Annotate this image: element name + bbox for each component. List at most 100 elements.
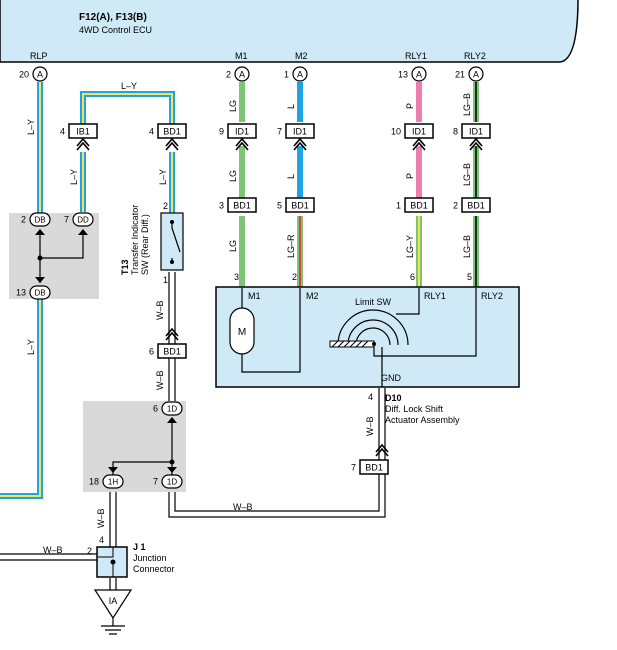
wire-label-lgr: LG–R — [286, 234, 296, 258]
connector-bd1-m1: BD1 3 — [219, 197, 257, 213]
svg-text:1D: 1D — [167, 478, 177, 487]
svg-text:A: A — [297, 70, 303, 80]
svg-text:5: 5 — [277, 201, 282, 211]
svg-text:8: 8 — [453, 127, 458, 137]
svg-text:P: P — [405, 103, 415, 109]
d10-pin-rly1: 6 — [410, 272, 415, 282]
wire-label-ly-3: L–Y — [158, 169, 168, 185]
t13-switch: 2 1 — [160, 201, 184, 285]
svg-text:L–Y: L–Y — [26, 119, 36, 135]
svg-text:LG–B: LG–B — [462, 93, 472, 116]
connector-id1-m2: ID1 7 — [277, 123, 315, 151]
svg-text:BD1: BD1 — [467, 201, 485, 211]
svg-text:L: L — [286, 104, 296, 109]
svg-text:A: A — [416, 70, 422, 80]
ecu-housing — [0, 0, 579, 63]
connector-1d-a: 1D 6 — [153, 401, 183, 423]
ecu-subtitle: 4WD Control ECU — [79, 25, 152, 35]
svg-text:3: 3 — [219, 201, 224, 211]
connector-1h: 1H 18 — [89, 467, 124, 489]
j1-junction-connector: 2 4 — [87, 535, 128, 578]
wire-label-lgy: LG–Y — [405, 235, 415, 258]
svg-text:13: 13 — [16, 288, 26, 298]
wire-wb-1h-j1 — [109, 487, 117, 548]
d10-gnd: GND — [381, 373, 402, 383]
svg-text:A: A — [239, 70, 245, 80]
svg-text:LG: LG — [228, 240, 238, 252]
d10-desc-1: Diff. Lock Shift — [385, 404, 443, 414]
pin-name-rly1: RLY1 — [405, 51, 427, 61]
j1-desc-2: Connector — [133, 564, 175, 574]
wire-label-ly-2: L–Y — [69, 169, 79, 185]
svg-text:9: 9 — [219, 127, 224, 137]
svg-text:A: A — [473, 70, 479, 80]
svg-text:10: 10 — [391, 127, 401, 137]
svg-text:4: 4 — [149, 127, 154, 137]
svg-text:LG–R: LG–R — [286, 234, 296, 258]
ecu-pin-rly2: A 21 — [455, 66, 484, 82]
svg-text:1: 1 — [163, 275, 168, 285]
svg-text:2: 2 — [163, 201, 168, 211]
svg-text:SW (Rear Diff.): SW (Rear Diff.) — [140, 214, 150, 275]
svg-text:ID1: ID1 — [469, 127, 483, 137]
svg-text:LG–B: LG–B — [462, 163, 472, 186]
svg-text:BD1: BD1 — [163, 127, 181, 137]
connector-bd1-top: BD1 4 — [149, 123, 187, 151]
svg-text:P: P — [405, 173, 415, 179]
wire-label-wb-1: W–B — [155, 300, 165, 320]
d10-pin-gnd: 4 — [368, 392, 373, 402]
svg-text:2: 2 — [226, 70, 231, 80]
svg-text:L–Y: L–Y — [69, 169, 79, 185]
pin-name-m1: M1 — [235, 51, 248, 61]
svg-text:1H: 1H — [108, 478, 118, 487]
connector-1d-b: 1D 7 — [153, 467, 183, 489]
d10-id: D10 — [385, 393, 402, 403]
t13-desc-1: Transfer Indicator — [130, 205, 140, 275]
svg-text:20: 20 — [19, 70, 29, 80]
wire-label-p-1: P — [405, 103, 415, 109]
svg-text:2: 2 — [87, 546, 92, 556]
svg-text:1: 1 — [396, 201, 401, 211]
svg-text:W–B: W–B — [155, 370, 165, 390]
svg-text:LG: LG — [228, 170, 238, 182]
t13-label: T13 — [120, 259, 130, 275]
svg-text:DB: DB — [34, 216, 45, 225]
ecu-title: F12(A), F13(B) — [79, 12, 147, 23]
svg-text:W–B: W–B — [96, 508, 106, 528]
wire-label-lg-1: LG — [228, 100, 238, 112]
svg-text:2: 2 — [21, 215, 26, 225]
svg-text:ID1: ID1 — [412, 127, 426, 137]
connector-bd1-sw: BD1 6 — [149, 327, 187, 359]
wire-label-p-2: P — [405, 173, 415, 179]
ecu-pin-rlp: A 20 — [19, 66, 48, 82]
wire-wb-left-j1 — [0, 553, 97, 561]
connector-bd1-rly1: BD1 1 — [396, 197, 434, 213]
d10-m1: M1 — [248, 291, 261, 301]
svg-text:7: 7 — [153, 477, 158, 487]
connector-db-b: DB 13 — [16, 277, 51, 300]
d10-actuator: M M1 M2 RLY1 RLY2 Limit SW GND 3 2 6 5 4 — [215, 272, 520, 402]
wire-label-wb-2: W–B — [155, 370, 165, 390]
svg-text:L: L — [286, 174, 296, 179]
svg-text:6: 6 — [149, 347, 154, 357]
connector-db-a: DB 2 — [21, 212, 51, 235]
svg-text:W–B: W–B — [155, 300, 165, 320]
wire-ib1-bd1-ly — [80, 91, 175, 126]
splice-node-1d — [169, 459, 175, 465]
svg-text:LG–Y: LG–Y — [405, 235, 415, 258]
connector-bd1-rly2: BD1 2 — [453, 197, 491, 213]
wire-label-lgb-2: LG–B — [462, 163, 472, 186]
svg-text:IA: IA — [109, 596, 118, 606]
d10-limit-sw: Limit SW — [355, 297, 392, 307]
wire-label-lg-2: LG — [228, 170, 238, 182]
wire-label-wb-6: W–B — [43, 545, 63, 555]
svg-text:7: 7 — [64, 215, 69, 225]
wire-label-l-2: L — [286, 174, 296, 179]
ecu-pin-m2: A 1 — [284, 66, 308, 82]
wire-label-lgb-3: LG–B — [462, 235, 472, 258]
svg-text:LG–B: LG–B — [462, 235, 472, 258]
svg-text:ID1: ID1 — [293, 127, 307, 137]
wire-label-ly-1: L–Y — [26, 119, 36, 135]
wire-wb-1d-to-bd1 — [168, 474, 386, 518]
